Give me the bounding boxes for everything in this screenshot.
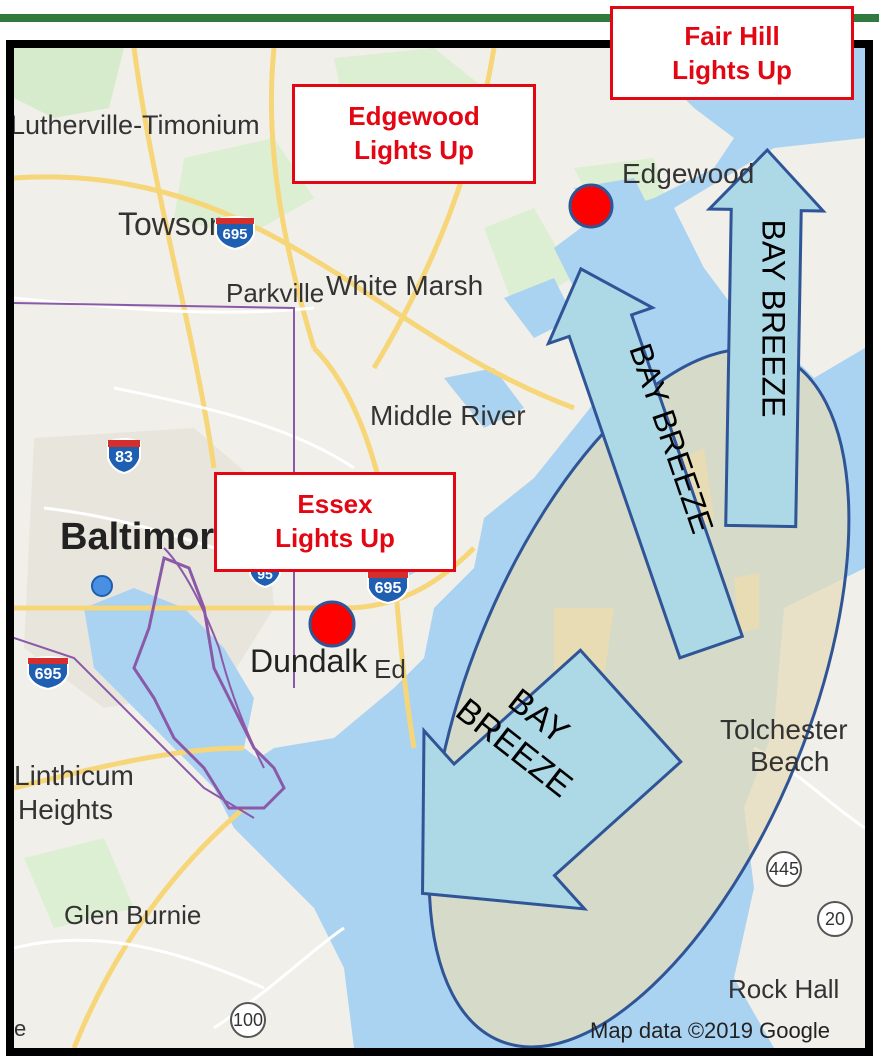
callout-line1: Edgewood — [348, 101, 480, 131]
callout-line2: Lights Up — [354, 135, 474, 165]
callout-line2: Lights Up — [672, 55, 792, 85]
place-label: Beach — [750, 746, 830, 777]
route-shield-icon: 445 — [766, 851, 802, 887]
bay-breeze-label-right: BAY BREEZE — [755, 219, 792, 418]
essex-marker — [308, 600, 356, 648]
place-label: Heights — [18, 794, 113, 825]
callout-fair-hill: Fair Hill Lights Up — [610, 6, 854, 100]
bay-breeze-arrow-right — [705, 147, 827, 529]
patapsco-river — [84, 588, 284, 818]
callout-line2: Lights Up — [275, 523, 395, 553]
place-label: Rock Hall — [728, 974, 840, 1004]
location-pin-icon — [91, 575, 113, 597]
place-label: Towson — [118, 206, 227, 242]
map-attribution: Map data ©2019 Google — [590, 1018, 831, 1043]
place-label: Middle River — [370, 400, 526, 431]
map-canvas[interactable]: Lutherville-Timonium Towson Parkville Wh… — [14, 48, 865, 1048]
interstate-shield-icon: 83 — [106, 436, 142, 474]
edgewood-marker — [568, 183, 614, 229]
place-label: Ed — [374, 654, 406, 684]
callout-essex: Essex Lights Up — [214, 472, 456, 572]
place-label: White Marsh — [326, 270, 484, 301]
place-label: Edgewood — [622, 158, 755, 189]
place-label: Glen Burnie — [64, 900, 202, 930]
route-shield-icon: 100 — [230, 1002, 266, 1038]
place-label: Baltimor — [60, 516, 215, 558]
place-label: Linthicum — [14, 760, 134, 791]
header-accent-bar — [0, 14, 879, 22]
place-label: Parkville — [226, 278, 325, 308]
callout-line1: Essex — [297, 489, 373, 519]
callout-edgewood: Edgewood Lights Up — [292, 84, 536, 184]
interstate-shield-icon: 695 — [366, 568, 410, 604]
callout-line1: Fair Hill — [684, 21, 780, 51]
place-label: Dundalk — [250, 643, 368, 679]
place-label: Lutherville-Timonium — [14, 110, 260, 140]
interstate-shield-icon: 695 — [26, 654, 70, 690]
interstate-shield-icon: 695 — [214, 214, 256, 250]
route-shield-icon: 20 — [817, 901, 853, 937]
place-label: e — [14, 1016, 27, 1041]
bay-breeze-arrow-middle — [545, 266, 745, 660]
map-graphics — [14, 48, 865, 1048]
place-label: Tolchester — [720, 714, 848, 745]
bay-breeze-arrow-large — [421, 648, 683, 911]
